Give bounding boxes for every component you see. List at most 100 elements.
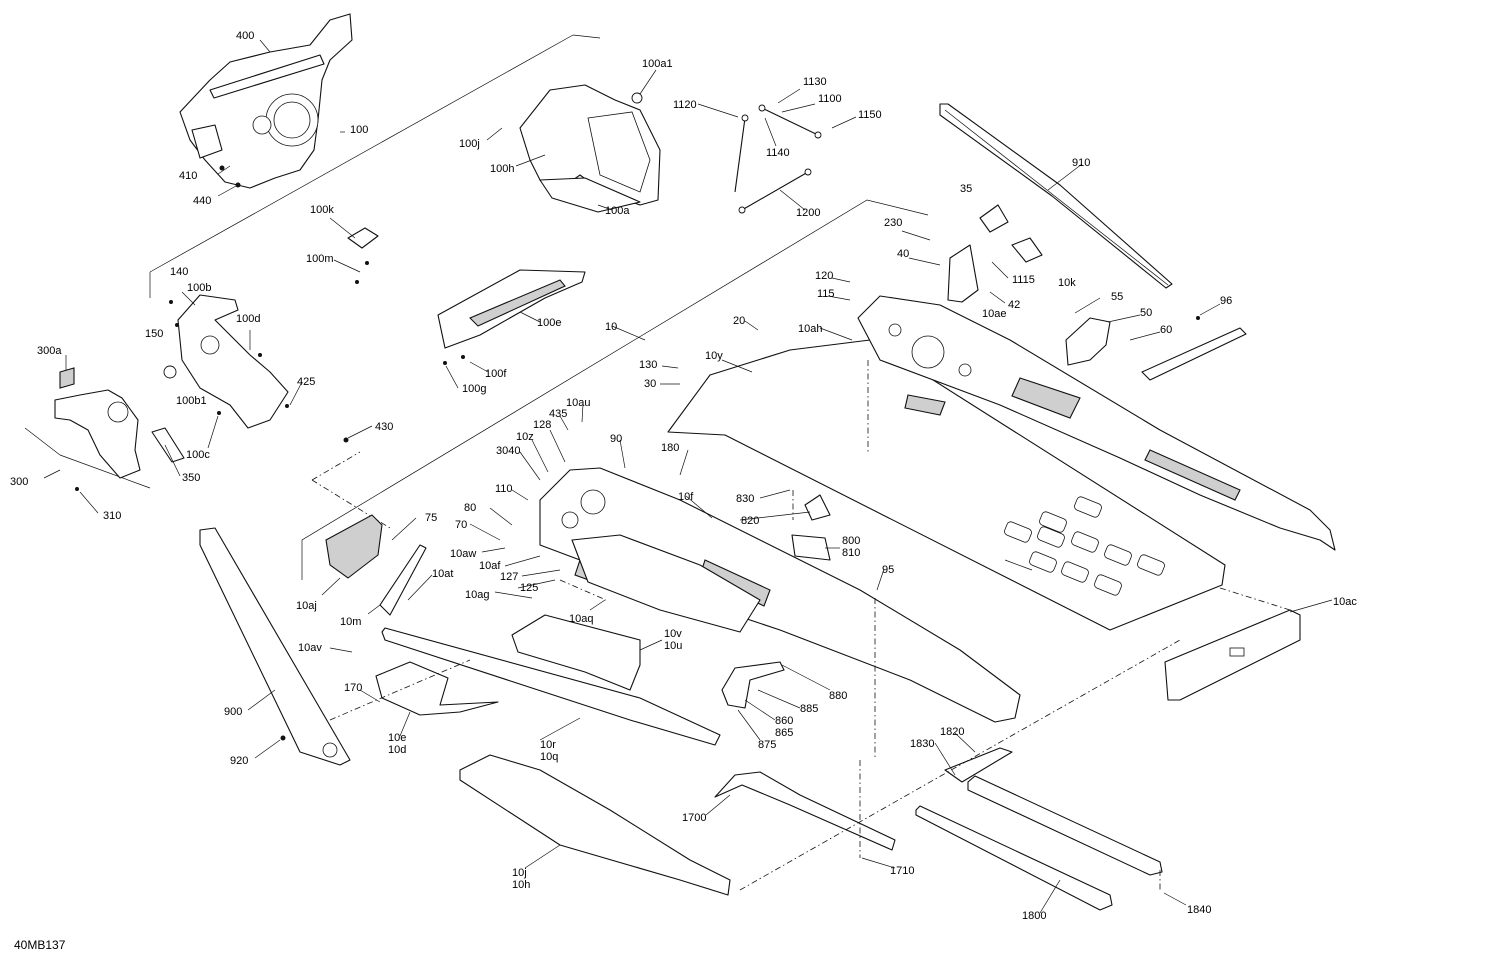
callout-425: 425 (297, 376, 315, 388)
front-frame-400 (179, 13, 353, 189)
callout-100b: 100b (187, 282, 211, 294)
callout-10u: 10u (664, 640, 682, 652)
callout-10h: 10h (512, 879, 530, 891)
plate-50 (1065, 317, 1111, 366)
callout-10aw: 10aw (450, 548, 476, 560)
callout-150: 150 (145, 328, 163, 340)
callout-20: 20 (733, 315, 745, 327)
callout-10k: 10k (1058, 277, 1076, 289)
callout-1130: 1130 (803, 76, 827, 88)
callout-820: 820 (741, 515, 759, 527)
callout-40: 40 (897, 248, 909, 260)
callout-100a1: 100a1 (642, 58, 673, 70)
steering-rod-1120 (734, 114, 749, 193)
callout-1710: 1710 (890, 865, 914, 877)
callout-110: 110 (495, 483, 513, 495)
callout-35: 35 (960, 183, 972, 195)
callout-10v: 10v (664, 628, 682, 640)
callout-1800: 1800 (1022, 910, 1046, 922)
callout-310: 310 (103, 510, 121, 522)
callout-1830: 1830 (910, 738, 934, 750)
callout-10ag: 10ag (465, 589, 489, 601)
callout-55: 55 (1111, 291, 1123, 303)
callout-60: 60 (1160, 324, 1172, 336)
callout-100: 100 (350, 124, 368, 136)
tunnel-vent-slots (1004, 496, 1165, 596)
callout-410: 410 (179, 170, 197, 182)
callout-50: 50 (1140, 307, 1152, 319)
callout-10au: 10au (566, 397, 590, 409)
callout-3040: 3040 (496, 445, 520, 457)
bar-96 (1141, 316, 1247, 381)
callout-115: 115 (817, 288, 835, 300)
callout-140: 140 (170, 266, 188, 278)
callout-920: 920 (230, 755, 248, 767)
bracket-820 (804, 494, 831, 521)
bracket-100b (163, 294, 289, 429)
callout-80: 80 (464, 502, 476, 514)
callout-10at: 10at (432, 568, 453, 580)
callout-875: 875 (758, 739, 776, 751)
callout-10ah: 10ah (798, 323, 822, 335)
callout-70: 70 (455, 519, 467, 531)
group-outline-100 (24, 34, 601, 489)
callout-120: 120 (815, 270, 833, 282)
assembly-lines (329, 360, 1291, 891)
suspension-arm-300 (54, 367, 185, 491)
callout-1840: 1840 (1187, 904, 1211, 916)
callout-100c: 100c (186, 449, 210, 461)
callout-350: 350 (182, 472, 200, 484)
callout-180: 180 (661, 442, 679, 454)
callout-125: 125 (520, 582, 538, 594)
lower-rail-10j (459, 754, 731, 896)
callout-127: 127 (500, 571, 518, 583)
callout-860: 860 (775, 715, 793, 727)
callout-865: 865 (775, 727, 793, 739)
bracket-10m (379, 544, 427, 616)
callout-10av: 10av (298, 642, 322, 654)
callout-1120: 1120 (673, 99, 697, 111)
callout-810: 810 (842, 547, 860, 559)
callout-170: 170 (344, 682, 362, 694)
bracket-10e (375, 661, 499, 716)
callout-100h: 100h (490, 163, 514, 175)
callout-910: 910 (1072, 157, 1090, 169)
group-outline-10 (301, 199, 929, 580)
callout-90: 90 (610, 433, 622, 445)
callout-440: 440 (193, 195, 211, 207)
callout-10ac: 10ac (1333, 596, 1357, 608)
callout-100e: 100e (537, 317, 561, 329)
rail-1820 (944, 747, 1163, 876)
callout-300a: 300a (37, 345, 62, 357)
side-arm-900 (199, 527, 351, 766)
callout-10ae: 10ae (982, 308, 1006, 320)
callout-1150: 1150 (858, 109, 882, 121)
callout-1140: 1140 (766, 147, 790, 159)
callout-1115: 1115 (1012, 274, 1035, 286)
callout-10m: 10m (340, 616, 361, 628)
callout-100k: 100k (310, 204, 334, 216)
fasteners-front (217, 404, 349, 443)
callout-130: 130 (639, 359, 657, 371)
rail-910 (939, 103, 1173, 289)
callout-100a: 100a (605, 205, 630, 217)
callout-10aq: 10aq (569, 613, 593, 625)
callout-10: 10 (605, 321, 617, 333)
cap-100k (347, 227, 379, 284)
callout-10q: 10q (540, 751, 558, 763)
callout-100j: 100j (459, 138, 480, 150)
running-board-1700 (714, 771, 896, 851)
rail-10r (381, 627, 721, 746)
callout-10j: 10j (512, 867, 527, 879)
callout-1820: 1820 (940, 726, 964, 738)
callout-30: 30 (644, 378, 656, 390)
callout-800: 800 (842, 535, 860, 547)
callout-1100: 1100 (818, 93, 842, 105)
callout-10z: 10z (516, 431, 534, 443)
callout-95: 95 (882, 564, 894, 576)
callout-42: 42 (1008, 299, 1020, 311)
grille-10aj (325, 514, 383, 579)
tunnel-10 (539, 295, 1336, 723)
callout-10f: 10f (678, 491, 694, 503)
